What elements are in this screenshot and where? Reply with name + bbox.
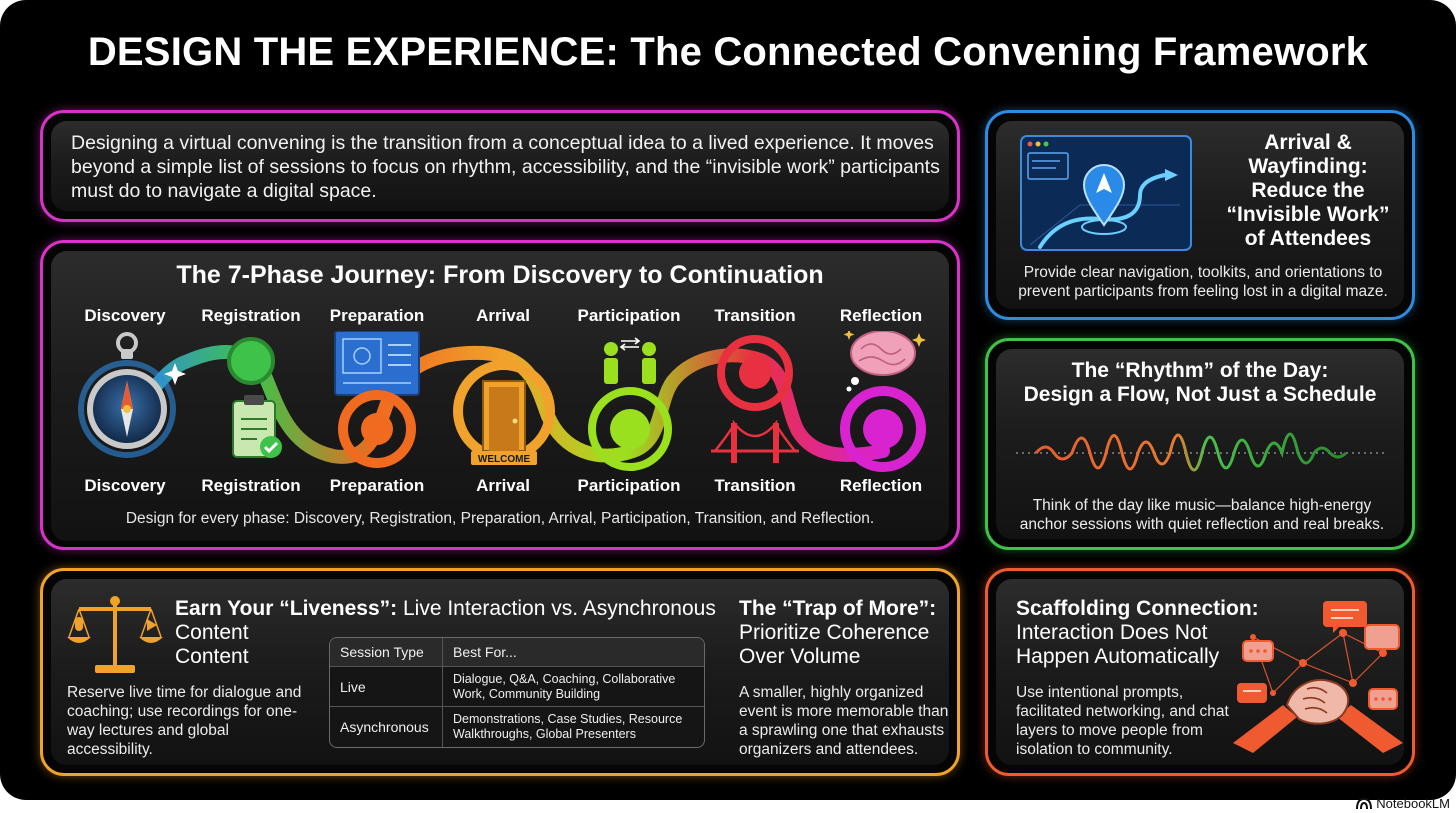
journey-card: The 7-Phase Journey: From Discovery to C… — [40, 240, 960, 550]
phase-top-participation: Participation — [577, 306, 681, 325]
table-row: Live Dialogue, Q&A, Coaching, Collaborat… — [330, 667, 704, 707]
transition-icon — [717, 335, 793, 411]
registration-icon — [227, 337, 282, 458]
phase-top-discovery: Discovery — [84, 306, 166, 325]
journey-caption: Design for every phase: Discovery, Regis… — [125, 510, 875, 527]
table-cell-type: Asynchronous — [330, 707, 443, 747]
table-row: Asynchronous Demonstrations, Case Studie… — [330, 707, 704, 747]
notebooklm-logo-icon — [1356, 797, 1373, 809]
phase-bottom-registration: Registration — [201, 476, 301, 495]
arrival-card: Arrival & Wayfinding: Reduce the “Invisi… — [985, 110, 1415, 320]
table-cell-type: Live — [330, 667, 443, 707]
participation-target-icon — [588, 387, 672, 471]
brand-label: NotebookLM — [1376, 796, 1450, 811]
rhythm-card: The “Rhythm” of the Day: Design a Flow, … — [985, 338, 1415, 550]
phase-top-registration: Registration — [201, 306, 301, 325]
phase-top-transition: Transition — [714, 306, 796, 325]
journey-path-illustration: WELCOME — [78, 331, 926, 472]
journey-title: The 7-Phase Journey: From Discovery to C… — [176, 261, 824, 289]
liveness-body: Reserve live time for dialogue and coach… — [67, 684, 302, 758]
table-header-cell: Session Type — [330, 638, 443, 667]
rhythm-title: The “Rhythm” of the Day: Design a Flow, … — [1023, 359, 1377, 406]
welcome-sign-text: WELCOME — [478, 454, 531, 465]
preparation-target-icon — [338, 390, 416, 468]
scaffolding-body: Use intentional prompts, facilitated net… — [1016, 684, 1229, 758]
session-type-table: Session Type Best For... Live Dialogue, … — [329, 637, 705, 748]
table-header-cell: Best For... — [443, 638, 704, 667]
compass-icon — [78, 332, 186, 458]
scaffolding-card: Scaffolding Connection: Interaction Does… — [985, 568, 1415, 776]
bridge-icon — [711, 419, 799, 463]
intro-panel — [51, 121, 949, 211]
rhythm-panel — [996, 349, 1404, 539]
door-icon: WELCOME — [453, 360, 555, 465]
reflection-target-icon — [840, 386, 926, 472]
people-exchange-icon — [604, 337, 656, 384]
handshake-network-icon — [1233, 601, 1403, 753]
liveness-card: Earn Your “Liveness”: Live Interaction v… — [40, 568, 960, 776]
rhythm-body: Think of the day like music—balance high… — [1019, 497, 1385, 533]
arrival-title: Arrival & Wayfinding: Reduce the “Invisi… — [1226, 131, 1390, 250]
liveness-title: Earn Your “Liveness”: Live Interaction v… — [175, 597, 716, 668]
balance-scale-icon — [67, 596, 163, 673]
map-screen-icon — [1020, 135, 1192, 251]
trap-title: The “Trap of More”: Prioritize Coherence… — [739, 597, 937, 668]
table-header-row: Session Type Best For... — [330, 638, 704, 667]
intro-text: Designing a virtual convening is the tra… — [71, 132, 940, 202]
phase-bottom-preparation: Preparation — [329, 476, 425, 495]
blueprint-icon — [334, 331, 420, 396]
trap-body: A smaller, highly organized event is mor… — [739, 684, 949, 758]
page-title: DESIGN THE EXPERIENCE: The Connected Con… — [87, 30, 1369, 74]
table-cell-best: Demonstrations, Case Studies, Resource W… — [453, 712, 683, 741]
phase-bottom-discovery: Discovery — [84, 476, 166, 495]
scaffolding-title: Scaffolding Connection: Interaction Does… — [1016, 597, 1259, 668]
phase-bottom-transition: Transition — [714, 476, 796, 495]
notebooklm-brand: NotebookLM — [1356, 796, 1450, 811]
table-cell-best: Dialogue, Q&A, Coaching, Collaborative W… — [443, 667, 704, 707]
phase-top-reflection: Reflection — [839, 306, 923, 325]
phase-top-preparation: Preparation — [329, 306, 425, 325]
brain-icon — [843, 331, 926, 392]
phase-bottom-reflection: Reflection — [839, 476, 923, 495]
phase-bottom-participation: Participation — [577, 476, 681, 495]
phase-bottom-arrival: Arrival — [476, 476, 530, 495]
sound-wave-icon — [1016, 432, 1386, 472]
arrival-body: Provide clear navigation, toolkits, and … — [1018, 264, 1388, 300]
intro-card: Designing a virtual convening is the tra… — [40, 110, 960, 222]
phase-top-arrival: Arrival — [476, 306, 530, 325]
